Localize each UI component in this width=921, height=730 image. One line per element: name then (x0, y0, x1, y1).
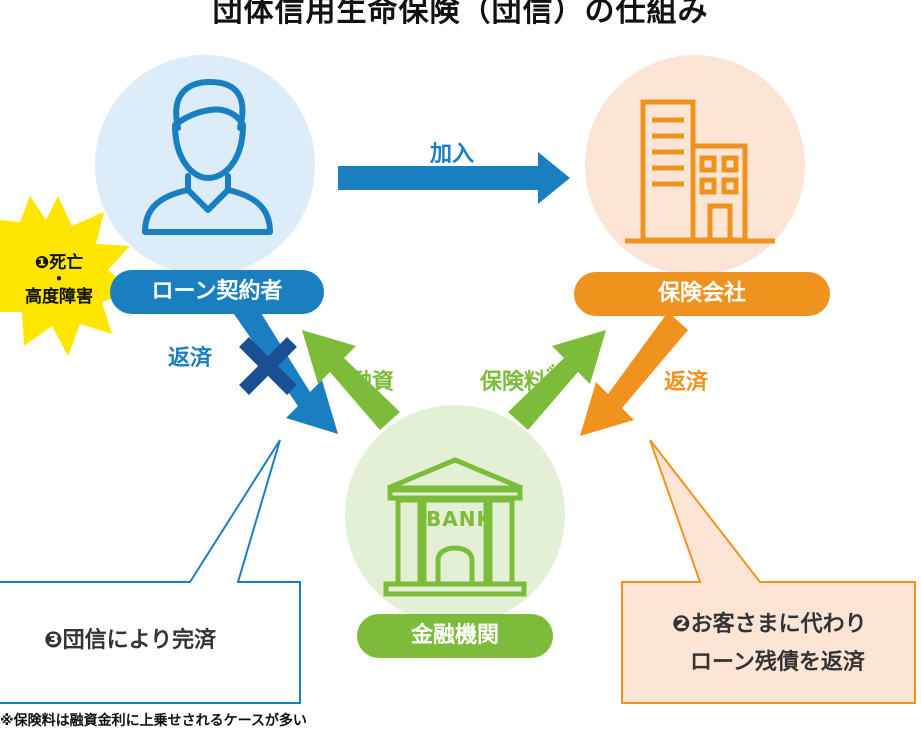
bank-icon (383, 457, 527, 597)
loan-label: 融資 (350, 370, 395, 395)
right-callout-text: ❷お客さまに代わり ローン残債を返済 (672, 606, 867, 682)
person-icon (142, 79, 273, 235)
footnote: ※保険料は融資金利に上乗せされるケースが多い (0, 713, 307, 729)
loan-arrow (302, 330, 400, 430)
insurer-label: 保険会社 (574, 272, 830, 316)
left-callout-box (0, 439, 301, 704)
right-callout-line2: ローン残債を返済 (690, 650, 865, 675)
join-arrow (338, 152, 570, 204)
blocked-x-icon (239, 337, 297, 395)
building-icon (625, 99, 775, 244)
event-dot: ・ (50, 270, 68, 290)
page-title: 団体信用生命保険（団信）の仕組み (212, 0, 709, 29)
bank-label: 金融機関 (357, 614, 553, 658)
event-disability-text: 高度障害 (25, 287, 93, 307)
repay-blocked-label: 返済 (168, 346, 213, 371)
insurer-repay-arrow (580, 312, 688, 436)
borrower-label: ローン契約者 (110, 270, 324, 314)
premium-text: 保険料 (480, 370, 547, 395)
borrower-circle (95, 55, 315, 275)
join-label: 加入 (430, 142, 475, 167)
premium-note-mark: ※ (546, 364, 560, 380)
bank-building-text: BANK (426, 507, 493, 531)
right-callout-line1: ❷お客さまに代わり (672, 612, 867, 637)
event-death-text: ❶死亡 (34, 253, 84, 273)
event-label: ❶死亡 ・ 高度障害 (4, 252, 114, 308)
premium-label: 保険料※ (480, 364, 560, 396)
left-callout-text: ❸団信により完済 (44, 628, 217, 653)
premium-arrow (508, 330, 606, 430)
right-callout-box (621, 439, 916, 704)
insurer-repay-label: 返済 (664, 370, 709, 395)
starburst-shape (0, 196, 134, 356)
